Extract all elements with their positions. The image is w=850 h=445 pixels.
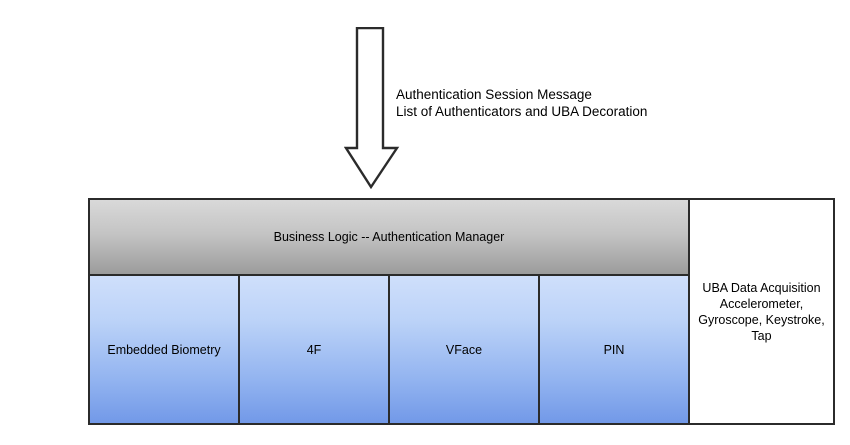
uba-line-2: Accelerometer, (719, 296, 804, 311)
authenticator-label: 4F (306, 342, 322, 357)
authenticator-row: Embedded Biometry 4F VFace PIN (90, 276, 688, 423)
down-arrow-icon (344, 27, 400, 189)
authentication-system-container: Business Logic -- Authentication Manager… (88, 198, 835, 425)
authenticator-label: VFace (445, 342, 483, 357)
business-logic-label: Business Logic -- Authentication Manager (273, 230, 505, 244)
uba-line-4: Tap (751, 328, 772, 343)
authenticator-label: Embedded Biometry (107, 342, 221, 357)
uba-line-1: UBA Data Acquisition (702, 280, 821, 295)
uba-data-acquisition-panel: UBA Data Acquisition Accelerometer, Gyro… (690, 200, 833, 423)
uba-text-block: UBA Data Acquisition Accelerometer, Gyro… (698, 280, 824, 344)
authentication-stack-region: Business Logic -- Authentication Manager… (90, 200, 690, 423)
authenticator-label: PIN (603, 342, 625, 357)
authenticator-pin[interactable]: PIN (540, 276, 688, 423)
authenticator-vface[interactable]: VFace (390, 276, 540, 423)
message-caption-line-1: Authentication Session Message (396, 87, 592, 102)
business-logic-band: Business Logic -- Authentication Manager (90, 200, 688, 276)
uba-line-3: Gyroscope, Keystroke, (698, 312, 825, 327)
authenticator-embedded-biometry[interactable]: Embedded Biometry (90, 276, 240, 423)
message-arrow-caption: Authentication Session Message List of A… (396, 86, 647, 120)
message-caption-line-2: List of Authenticators and UBA Decoratio… (396, 104, 648, 119)
message-arrow (344, 27, 400, 189)
authenticator-4f[interactable]: 4F (240, 276, 390, 423)
